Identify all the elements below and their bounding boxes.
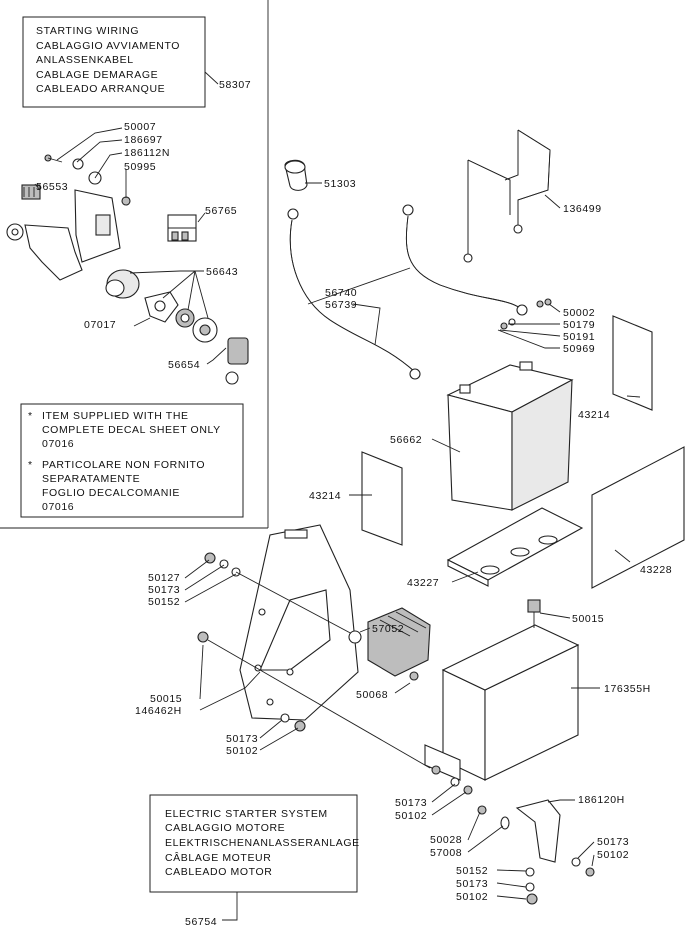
left-panel-frame (0, 0, 269, 529)
part-label-50002: 50002 (563, 307, 595, 319)
handle-drawing (463, 129, 551, 263)
mounting-plate-drawing (197, 524, 431, 769)
part-label-56662: 56662 (390, 434, 422, 446)
note-line: PARTICOLARE NON FORNITO (42, 459, 205, 471)
part-label-50191: 50191 (563, 331, 595, 343)
note-star: * (28, 459, 33, 471)
part-label-50015: 50015 (150, 693, 182, 705)
part-label-176355H: 176355H (604, 683, 651, 695)
ignition-switch-drawing (105, 214, 249, 385)
part-labels: 50007 186697 186112N 50995 56553 56765 5… (36, 121, 672, 903)
note-line: 07016 (42, 501, 74, 513)
box-line: CABLAGE DEMARAGE (36, 69, 158, 81)
part-label-50152: 50152 (148, 596, 180, 608)
part-label-56654: 56654 (168, 359, 200, 371)
part-label-50102: 50102 (226, 745, 258, 757)
lower-bracket-drawing (450, 777, 595, 905)
part-label-51303: 51303 (324, 178, 356, 190)
note-line: SEPARATAMENTE (42, 473, 140, 485)
part-label-43227: 43227 (407, 577, 439, 589)
starting-wiring-box: STARTING WIRING CABLAGGIO AVVIAMENTO ANL… (22, 16, 251, 108)
left-panel-leaders (34, 127, 227, 365)
box-line: ELEKTRISCHENANLASSERANLAGE (165, 837, 360, 849)
part-label-50179: 50179 (563, 319, 595, 331)
part-label-50102: 50102 (395, 810, 427, 822)
part-label-50152: 50152 (456, 865, 488, 877)
electric-starter-box: ELECTRIC STARTER SYSTEM CABLAGGIO MOTORE… (149, 794, 360, 928)
part-label-43228: 43228 (640, 564, 672, 576)
part-label-50007: 50007 (124, 121, 156, 133)
part-label-07017: 07017 (84, 319, 116, 331)
leader-lines (184, 182, 641, 900)
box-line: STARTING WIRING (36, 25, 139, 37)
part-label-43214: 43214 (578, 409, 610, 421)
part-label-50028: 50028 (430, 834, 462, 846)
part-label-56553: 56553 (36, 181, 68, 193)
note-line: FOGLIO DECALCOMANIE (42, 487, 180, 499)
battery-drawing (446, 361, 574, 511)
part-label-58307: 58307 (219, 79, 251, 91)
box-line: CABLEADO MOTOR (165, 866, 272, 878)
cables-drawing (284, 159, 528, 380)
box-line: CABLAGGIO AVVIAMENTO (36, 40, 180, 52)
part-label-136499: 136499 (563, 203, 602, 215)
box-line: CABLAGGIO MOTORE (165, 822, 285, 834)
part-label-50969: 50969 (563, 343, 595, 355)
box-line: CABLEADO ARRANQUE (36, 83, 165, 95)
part-label-57052: 57052 (372, 623, 404, 635)
part-label-50173: 50173 (395, 797, 427, 809)
part-label-50068: 50068 (356, 689, 388, 701)
part-label-50173: 50173 (226, 733, 258, 745)
part-label-50173: 50173 (456, 878, 488, 890)
box-line: CÂBLAGE MOTEUR (165, 851, 271, 864)
note-line: 07016 (42, 438, 74, 450)
part-label-56740: 56740 (325, 287, 357, 299)
part-label-50015: 50015 (572, 613, 604, 625)
battery-hardware-drawing (500, 298, 552, 330)
part-label-50995: 50995 (124, 161, 156, 173)
part-label-50102: 50102 (456, 891, 488, 903)
part-label-186697: 186697 (124, 134, 163, 146)
box-line: ELECTRIC STARTER SYSTEM (165, 808, 328, 820)
part-label-50102: 50102 (597, 849, 629, 861)
regulator-drawing (348, 607, 431, 681)
ignition-bracket-drawing (6, 154, 131, 281)
part-label-57008: 57008 (430, 847, 462, 859)
part-label-56754: 56754 (185, 916, 217, 928)
part-label-43214: 43214 (309, 490, 341, 502)
note-box: * ITEM SUPPLIED WITH THE COMPLETE DECAL … (20, 403, 244, 518)
part-label-56643: 56643 (206, 266, 238, 278)
part-label-50173: 50173 (148, 584, 180, 596)
box-line: ANLASSENKABEL (36, 54, 134, 66)
battery-tray-drawing (424, 599, 580, 781)
note-line: COMPLETE DECAL SHEET ONLY (42, 424, 221, 436)
note-star: * (28, 410, 33, 422)
part-label-50127: 50127 (148, 572, 180, 584)
part-label-186112N: 186112N (124, 147, 170, 159)
note-line: ITEM SUPPLIED WITH THE (42, 410, 189, 422)
part-label-50173: 50173 (597, 836, 629, 848)
pads-drawing (361, 315, 685, 589)
part-label-56765: 56765 (205, 205, 237, 217)
part-label-146462H: 146462H (135, 705, 182, 717)
part-label-56739: 56739 (325, 299, 357, 311)
part-label-186120H: 186120H (578, 794, 625, 806)
